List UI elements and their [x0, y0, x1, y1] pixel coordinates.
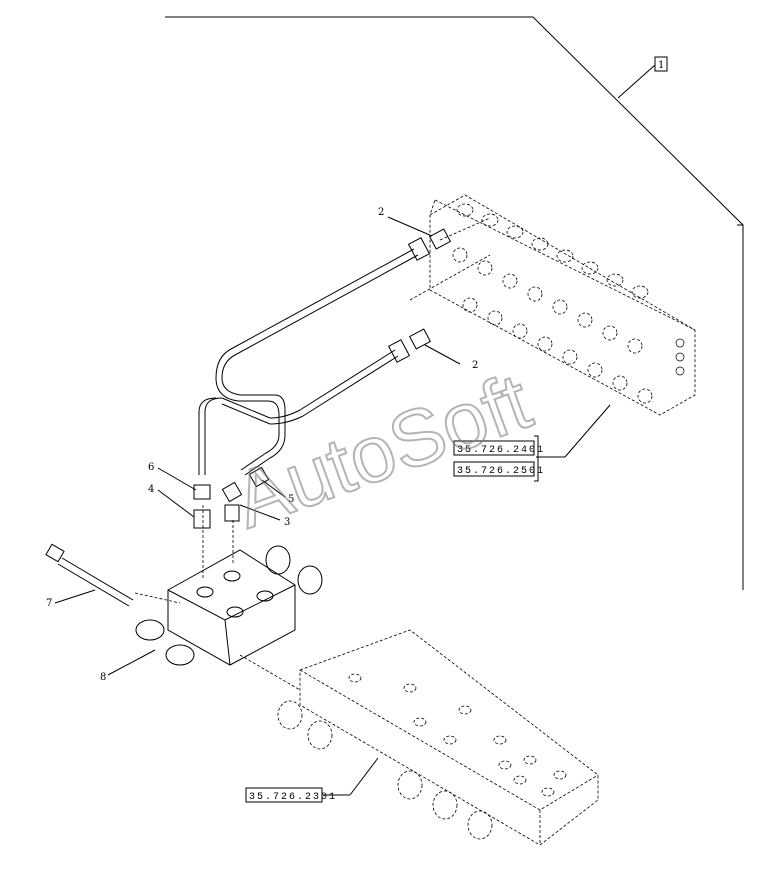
- callout-2a: 2: [378, 207, 384, 218]
- upper-control-valve: [429, 194, 696, 416]
- callout-1: 1: [658, 60, 664, 71]
- lower-control-valve: [277, 629, 599, 846]
- leader-lines: [54, 216, 611, 796]
- long-bolt: [45, 543, 134, 607]
- valve-side-plugs: [675, 338, 685, 376]
- reference-35-726-2401: 35.726.2401: [457, 445, 545, 456]
- callout-2b: 2: [472, 360, 478, 371]
- callout-6: 6: [148, 462, 154, 473]
- alignment-lines: [134, 217, 491, 691]
- callout-5: 5: [288, 494, 294, 505]
- valve-ports-upper: [452, 203, 653, 404]
- reference-35-726-2301: 35.726.2301: [249, 792, 337, 803]
- callout-4: 4: [148, 484, 154, 495]
- fittings: [193, 228, 452, 529]
- valve-section: [135, 545, 323, 666]
- autosoft-watermark: AutoSoft: [223, 356, 542, 545]
- callout-7: 7: [46, 598, 52, 609]
- reference-boxes: 35.726.2401 35.726.2501 35.726.2301: [245, 435, 545, 803]
- callout-labels: 2 2 3 4 5 6 7 8: [46, 207, 478, 683]
- callout-8: 8: [100, 672, 106, 683]
- reference-35-726-2501: 35.726.2501: [457, 466, 545, 477]
- callout-3: 3: [284, 517, 290, 528]
- hydraulic-tubes: [198, 248, 419, 476]
- assembly-bracket: 1: [165, 16, 744, 590]
